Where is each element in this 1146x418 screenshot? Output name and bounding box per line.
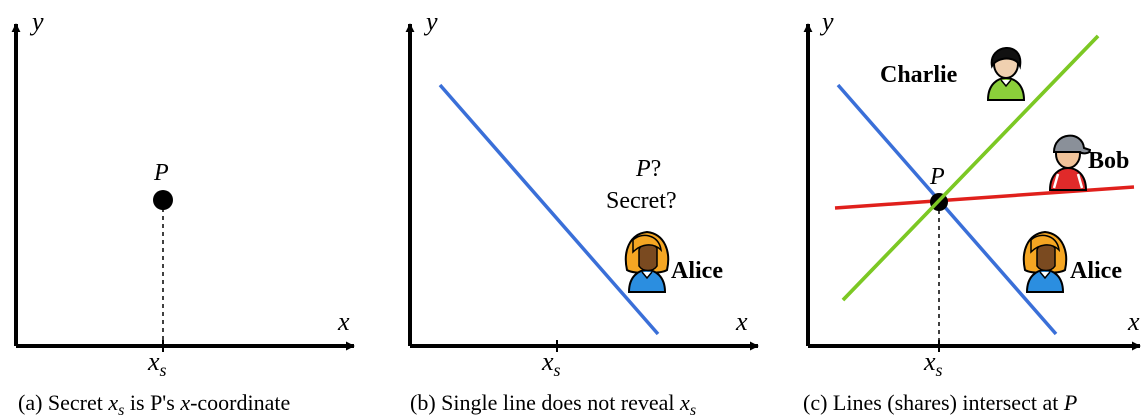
- alice-avatar-icon: [624, 231, 670, 293]
- panel-c: y x P xs Charlie Bob Alice (c) Lines (sh…: [803, 7, 1141, 415]
- charlie-share-line-overlay: [841, 34, 1100, 302]
- alice-avatar-icon: [1022, 231, 1068, 293]
- bob-avatar-icon: [1048, 134, 1092, 192]
- caption-b: (b) Single line does not reveal xs: [410, 390, 696, 418]
- tick-label-xs: xs: [147, 347, 167, 380]
- y-axis-label: y: [423, 7, 438, 36]
- panel-a: y x P xs (a) Secret xs is P's x-coordina…: [11, 7, 355, 418]
- alice-share-line: [438, 83, 660, 336]
- question-secret: Secret?: [606, 188, 677, 214]
- bob-label: Bob: [1088, 148, 1129, 174]
- caption-a: (a) Secret xs is P's x-coordinate: [18, 390, 290, 418]
- point-p-label: P: [929, 164, 945, 190]
- alice-label: Alice: [1070, 258, 1122, 284]
- point-p-label: P: [153, 160, 169, 186]
- charlie-label: Charlie: [880, 62, 958, 88]
- alice-label: Alice: [671, 258, 723, 284]
- question-p: P?: [635, 156, 661, 182]
- charlie-avatar-icon: [987, 46, 1025, 101]
- bob-share-line: [834, 185, 1135, 210]
- tick-label-xs: xs: [923, 347, 943, 380]
- point-p: [153, 190, 173, 210]
- y-axis-label: y: [819, 7, 834, 36]
- alice-share-line: [836, 83, 1058, 336]
- x-axis-label: x: [735, 307, 748, 336]
- panel-b: y x xs P? Secret? Alice (b) Single line …: [405, 7, 759, 418]
- caption-c: (c) Lines (shares) intersect at P: [803, 390, 1077, 415]
- tick-label-xs: xs: [541, 347, 561, 380]
- x-axis-label: x: [337, 307, 350, 336]
- x-axis-label: x: [1127, 307, 1140, 336]
- y-axis-label: y: [29, 7, 44, 36]
